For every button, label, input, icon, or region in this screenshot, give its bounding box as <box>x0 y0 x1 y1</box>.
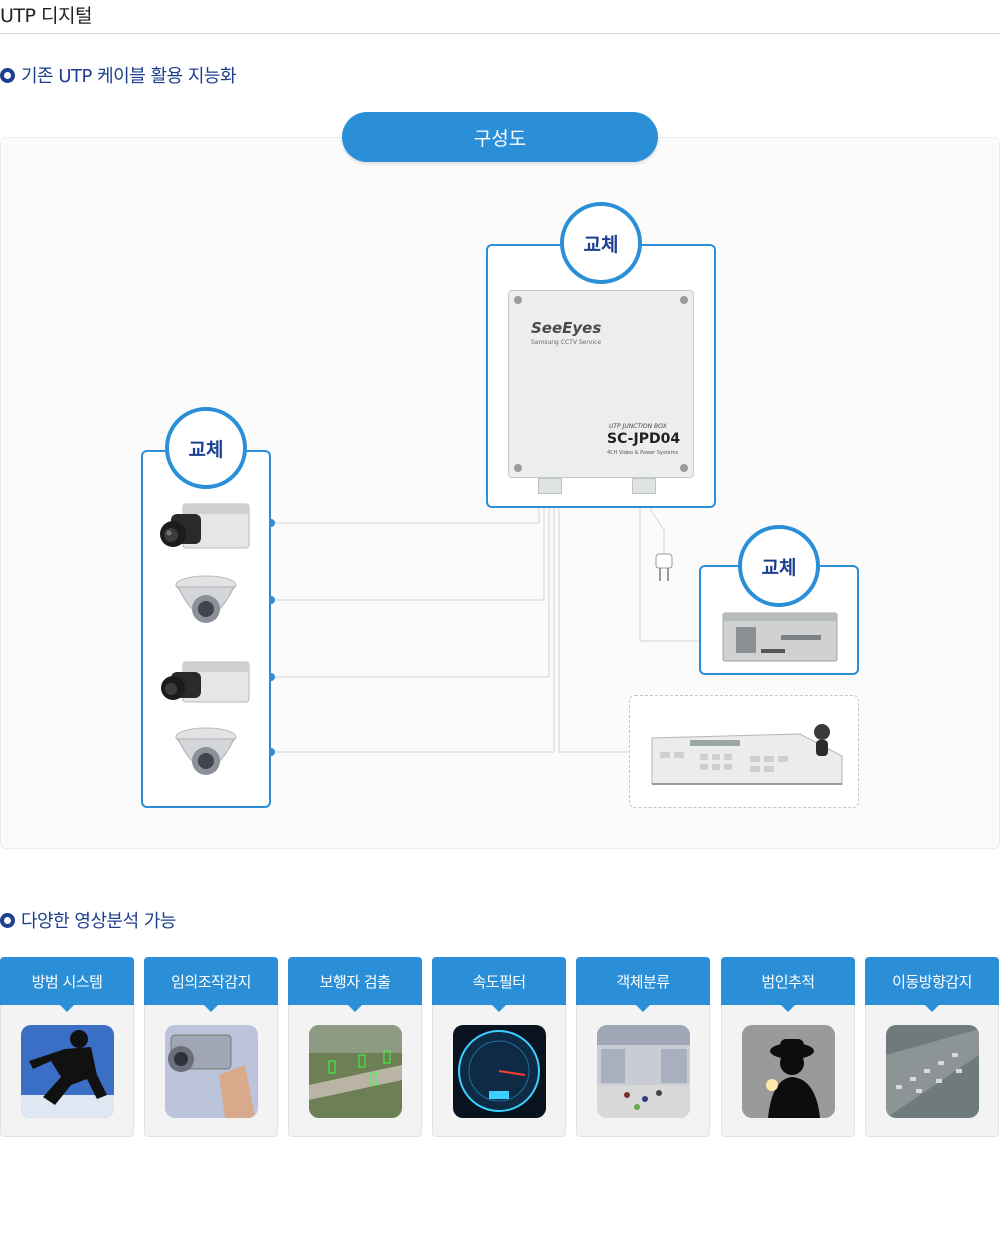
notch-icon <box>203 1004 219 1012</box>
power-plug-icon <box>655 553 673 581</box>
screw-icon <box>514 296 522 304</box>
screw-icon <box>680 464 688 472</box>
card-header: 객체분류 <box>576 957 710 1012</box>
card-header: 범인추적 <box>721 957 855 1012</box>
card-header: 이동방향감지 <box>865 957 999 1012</box>
notch-icon <box>780 1004 796 1012</box>
junction-box-panel: SeeEyes Samsung CCTV Service UTP JUNCTIO… <box>486 244 716 508</box>
junction-box-device: SeeEyes Samsung CCTV Service UTP JUNCTIO… <box>508 290 694 478</box>
card-header: 방범 시스템 <box>0 957 134 1012</box>
replace-badge-junction: 교체 <box>560 202 642 284</box>
analysis-card-tracking[interactable]: 범인추적 <box>721 957 855 1137</box>
card-header: 속도필터 <box>432 957 566 1012</box>
notch-icon <box>491 1004 507 1012</box>
criminal-silhouette-icon <box>742 1025 835 1118</box>
card-label: 속도필터 <box>472 972 526 991</box>
card-label: 이동방향감지 <box>892 972 972 991</box>
card-label: 범인추적 <box>761 972 815 991</box>
box-camera-icon <box>160 503 250 549</box>
analysis-card-pedestrian[interactable]: 보행자 검출 <box>288 957 422 1137</box>
cable-gland <box>538 478 562 494</box>
diagram-title-pill: 구성도 <box>342 112 658 162</box>
card-label: 방범 시스템 <box>31 972 103 991</box>
camera-tamper-icon <box>165 1025 258 1118</box>
page-title-bar: UTP 디지털 <box>0 0 1000 34</box>
ring-bullet-icon <box>0 912 15 928</box>
notch-icon <box>635 1004 651 1012</box>
camera-panel <box>141 450 271 808</box>
card-label: 보행자 검출 <box>319 972 391 991</box>
analysis-card-security[interactable]: 방범 시스템 <box>0 957 134 1137</box>
camera-group <box>160 503 250 775</box>
card-label: 임의조작감지 <box>171 972 251 991</box>
analysis-card-tamper[interactable]: 임의조작감지 <box>144 957 278 1137</box>
section-heading-utp: 기존 UTP 케이블 활용 지능화 <box>0 62 237 88</box>
screw-icon <box>680 296 688 304</box>
analysis-card-speed[interactable]: 속도필터 <box>432 957 566 1137</box>
speedometer-icon <box>453 1025 546 1118</box>
highway-traffic-icon <box>886 1025 979 1118</box>
analysis-card-classify[interactable]: 객체분류 <box>576 957 710 1137</box>
dvr-device-icon <box>722 612 838 662</box>
dome-camera-icon <box>175 575 237 623</box>
model-number: SC-JPD04 <box>607 431 681 447</box>
dome-camera-icon <box>175 727 237 775</box>
burglar-silhouette-icon <box>21 1025 114 1118</box>
product-spec: 4CH Video & Power Systems <box>607 450 679 456</box>
box-camera-icon <box>161 661 250 703</box>
brand-subtitle: Samsung CCTV Service <box>531 339 602 346</box>
keyboard-controller-icon <box>651 724 843 785</box>
notch-icon <box>59 1004 75 1012</box>
brand-logo: SeeEyes <box>531 319 602 337</box>
page-title: UTP 디지털 <box>0 5 92 27</box>
card-header: 보행자 검출 <box>288 957 422 1012</box>
mall-crowd-icon <box>597 1025 690 1118</box>
section-title: 기존 UTP 케이블 활용 지능화 <box>21 66 237 87</box>
notch-icon <box>347 1004 363 1012</box>
replace-badge-cameras: 교체 <box>165 407 247 489</box>
card-label: 객체분류 <box>616 972 670 991</box>
card-header: 임의조작감지 <box>144 957 278 1012</box>
notch-icon <box>924 1004 940 1012</box>
controller-panel <box>629 695 859 808</box>
product-label: UTP JUNCTION BOX <box>609 423 667 430</box>
ring-bullet-icon <box>0 67 15 83</box>
analysis-card-direction[interactable]: 이동방향감지 <box>865 957 999 1137</box>
cable-gland <box>632 478 656 494</box>
section-heading-analysis: 다양한 영상분석 가능 <box>0 907 176 933</box>
section-title: 다양한 영상분석 가능 <box>21 911 176 932</box>
replace-badge-dvr: 교체 <box>738 525 820 607</box>
screw-icon <box>514 464 522 472</box>
pedestrian-detection-icon <box>309 1025 402 1118</box>
